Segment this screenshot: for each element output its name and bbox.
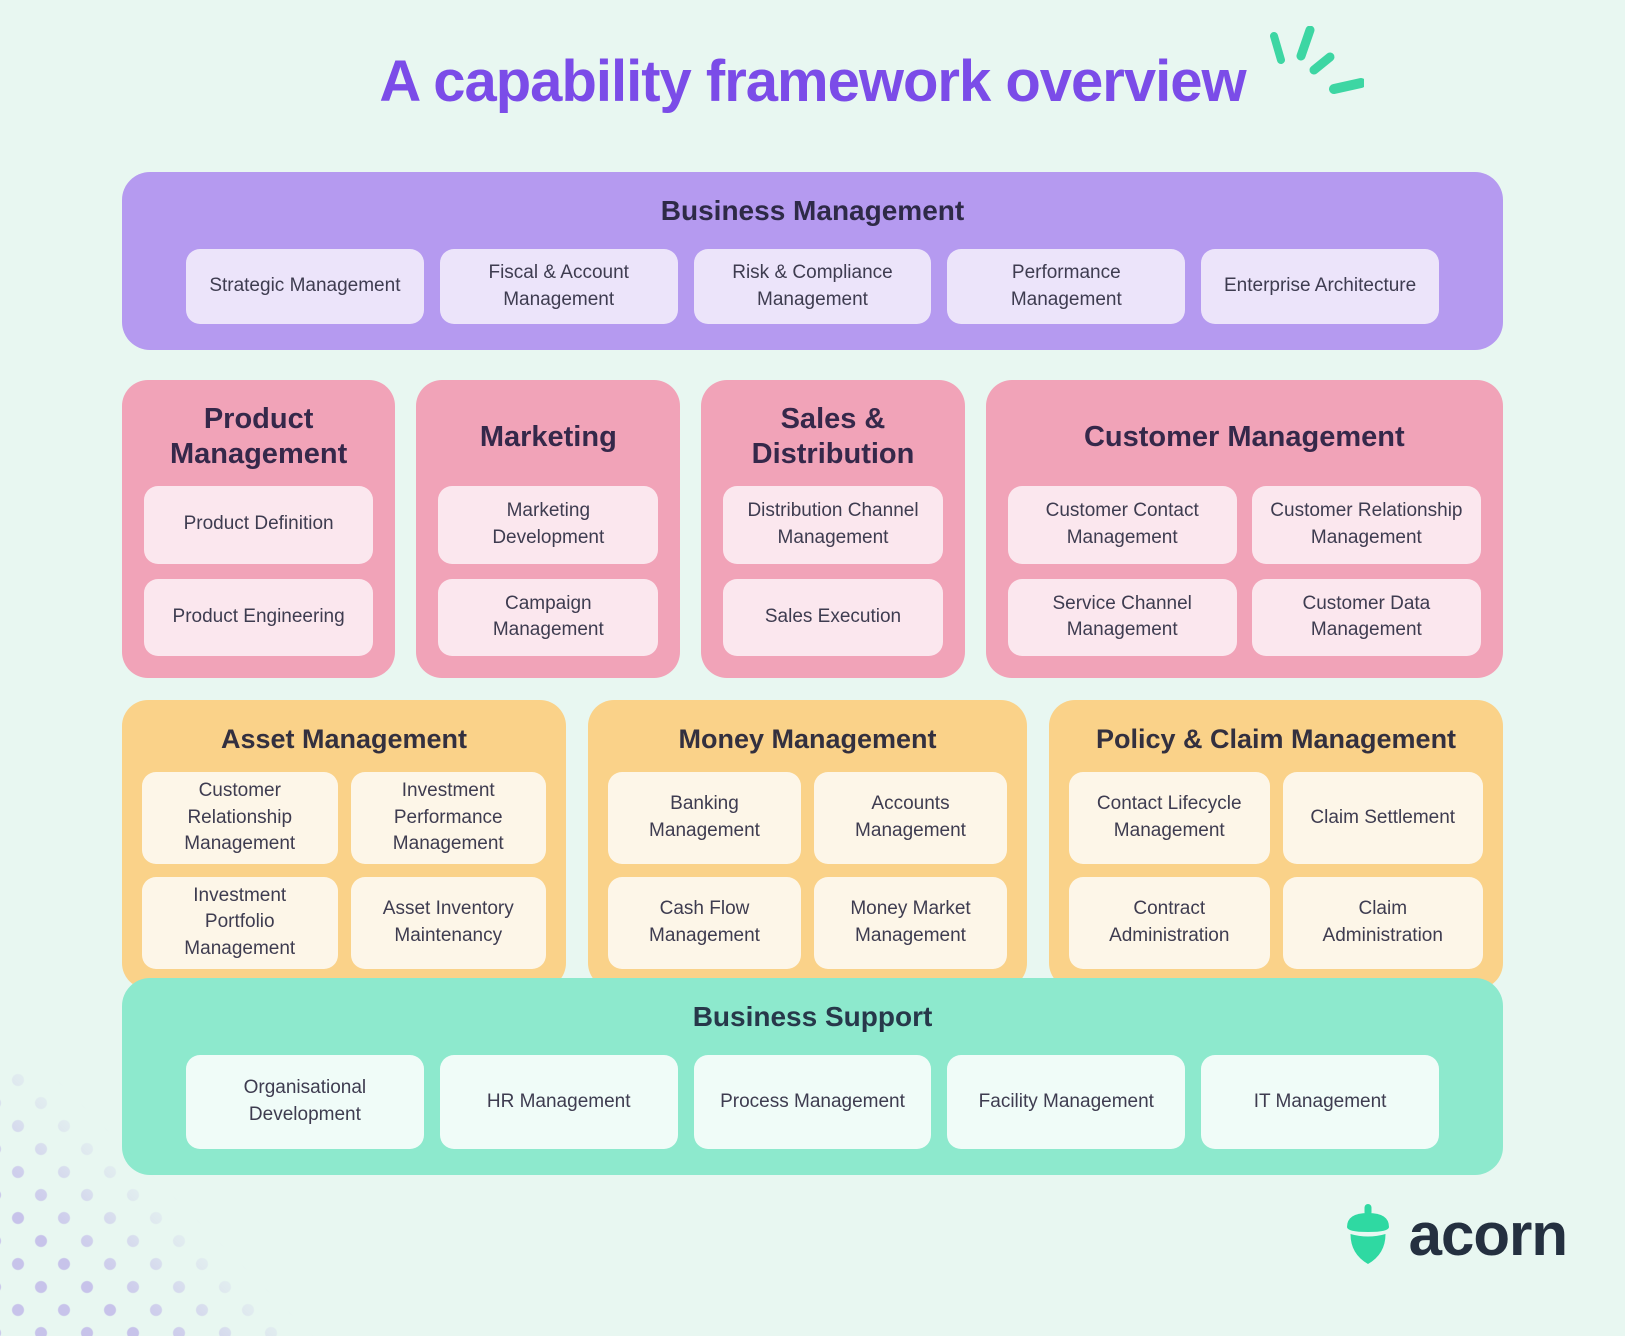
section-title: Customer Management <box>1083 420 1405 453</box>
section-title: Marketing <box>479 420 617 453</box>
capability-card: Product Engineering <box>144 578 374 656</box>
section-title: Money Management <box>678 723 937 754</box>
section-title: Asset Management <box>220 723 468 754</box>
capability-card: Banking Management <box>608 772 801 864</box>
dots-pattern <box>0 1070 326 1336</box>
capability-card: Facility Management <box>947 1055 1186 1149</box>
section-product-management: Product Management Product Definition Pr… <box>122 380 396 678</box>
capability-stack: Marketing Development Campaign Managemen… <box>438 486 659 656</box>
capability-card: Product Definition <box>144 486 374 564</box>
capability-stack: Distribution Channel Management Sales Ex… <box>723 486 943 656</box>
capability-card: HR Management <box>439 1055 678 1149</box>
capability-card: Asset Inventory Maintenancy <box>350 876 546 969</box>
sparkle-icon <box>1270 26 1364 94</box>
core-capabilities-row: Product Management Product Definition Pr… <box>122 380 1503 678</box>
capability-row: Organisational Development HR Management… <box>186 1055 1439 1149</box>
section-title: Sales & Distribution <box>751 403 915 470</box>
capability-row: Strategic Management Fiscal & Account Ma… <box>186 249 1439 324</box>
capability-card: Accounts Management <box>814 772 1008 864</box>
page-title: A capability framework overview <box>379 49 1246 114</box>
capability-card: Customer Relationship Management <box>142 772 338 864</box>
section-money-management: Money Management Banking Management Acco… <box>588 700 1028 989</box>
capability-card: Claim Settlement <box>1282 772 1483 864</box>
capability-card: Process Management <box>693 1055 932 1149</box>
section-customer-management: Customer Management Customer Contact Man… <box>985 380 1503 678</box>
capability-card: Claim Administration <box>1282 876 1483 969</box>
capability-card: Performance Management <box>947 249 1186 324</box>
capability-card: Campaign Management <box>438 578 659 656</box>
logo-text: acorn <box>1408 1201 1568 1268</box>
capability-card: Investment Portfolio Management <box>142 876 338 969</box>
section-sales-distribution: Sales & Distribution Distribution Channe… <box>701 380 965 678</box>
capability-card: Cash Flow Management <box>608 876 801 969</box>
financial-capabilities-row: Asset Management Customer Relationship M… <box>122 700 1503 989</box>
capability-card: Contract Administration <box>1069 876 1270 969</box>
acorn-icon <box>1346 1204 1389 1264</box>
capability-card: IT Management <box>1201 1055 1439 1149</box>
capability-grid: Banking Management Accounts Management C… <box>608 772 1008 969</box>
section-asset-management: Asset Management Customer Relationship M… <box>122 700 566 989</box>
section-title: Business Management <box>660 195 965 226</box>
section-marketing: Marketing Marketing Development Campaign… <box>416 380 681 678</box>
capability-card: Investment Performance Management <box>350 772 546 864</box>
capability-card: Risk & Compliance Management <box>693 249 932 324</box>
section-business-support: Business Support Organisational Developm… <box>122 978 1503 1175</box>
capability-card: Strategic Management <box>186 249 424 324</box>
capability-stack: Product Definition Product Engineering <box>144 486 374 656</box>
capability-grid: Customer Contact Management Customer Rel… <box>1007 486 1481 656</box>
section-title: Business Support <box>692 1001 933 1032</box>
capability-card: Distribution Channel Management <box>723 486 943 564</box>
capability-card: Sales Execution <box>723 578 943 656</box>
capability-grid: Contact Lifecycle Management Claim Settl… <box>1069 772 1483 969</box>
section-title: Policy & Claim Management <box>1095 723 1457 754</box>
section-policy-claim-management: Policy & Claim Management Contact Lifecy… <box>1049 700 1503 989</box>
capability-card: Money Market Management <box>814 876 1008 969</box>
capability-card: Customer Data Management <box>1251 578 1481 656</box>
capability-card: Contact Lifecycle Management <box>1069 772 1270 864</box>
capability-card: Marketing Development <box>438 486 659 564</box>
section-business-management: Business Management Strategic Management… <box>122 172 1503 350</box>
capability-card: Customer Relationship Management <box>1251 486 1481 564</box>
capability-card: Customer Contact Management <box>1007 486 1237 564</box>
capability-card: Fiscal & Account Management <box>439 249 678 324</box>
capability-grid: Customer Relationship Management Investm… <box>142 772 546 969</box>
capability-card: Enterprise Architecture <box>1201 249 1439 324</box>
acorn-logo: acorn <box>1343 1201 1568 1268</box>
section-title: Product Management <box>169 403 348 470</box>
capability-card: Service Channel Management <box>1007 578 1237 656</box>
